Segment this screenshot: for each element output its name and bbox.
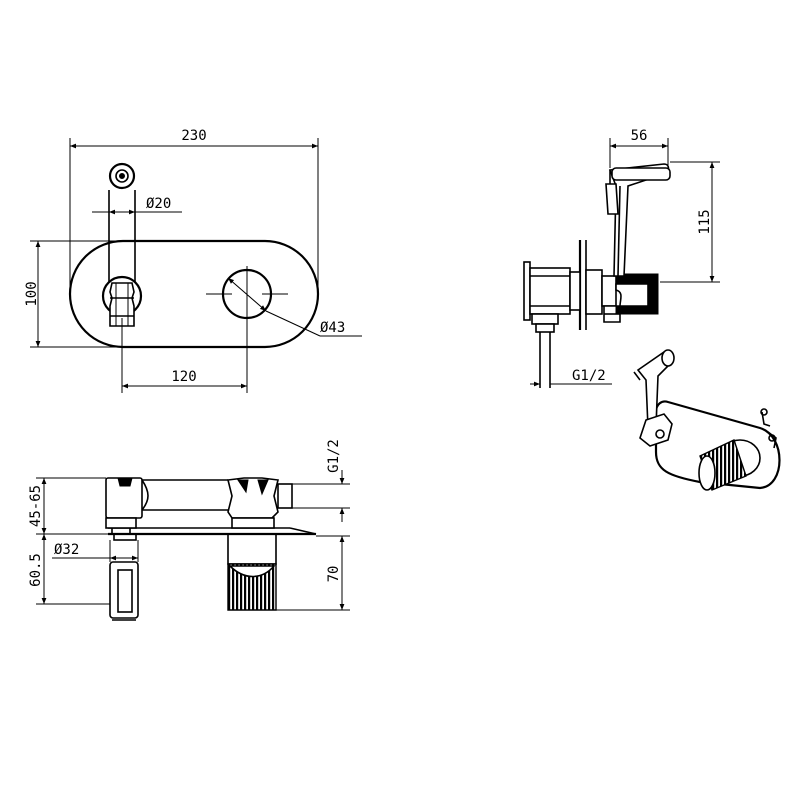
dim-120: 120 [121,318,248,393]
dim-56: 56 [609,128,669,168]
side-view: 56 115 G1/2 [523,128,720,388]
dim-20-label: Ø20 [146,196,171,212]
iso-handle [698,439,761,491]
dim-side-thread: G1/2 [530,368,612,387]
front-view: 230 Ø20 100 Ø43 120 [24,128,362,393]
outlet-connector [109,282,135,327]
dim-32: Ø32 [52,540,139,562]
side-front-valve [585,269,621,323]
dim-115-label: 115 [697,209,713,234]
dim-120-label: 120 [171,369,196,385]
dim-bottom-thread-label: G1/2 [326,439,342,473]
dim-70: 70 [276,535,350,611]
side-bracket [615,273,659,315]
dim-230: 230 [69,128,319,290]
dim-side-thread-label: G1/2 [572,368,606,384]
isometric-view [633,349,781,491]
side-spray-head [605,163,671,277]
dim-20: Ø20 [92,196,182,215]
dim-60-5: 60.5 [28,534,110,605]
dim-100-label: 100 [24,281,40,306]
dim-115: 115 [660,161,720,283]
side-valve-body [523,261,581,388]
wall-plate [68,239,320,349]
dim-bottom-thread: G1/2 [292,439,350,522]
dim-60-5-label: 60.5 [28,553,44,587]
spout-tube [108,162,136,283]
iso-plate [654,400,781,490]
bottom-left-outlet [105,477,143,534]
bottom-left-lower [109,533,139,621]
dim-56-label: 56 [631,128,648,144]
dim-230-label: 230 [181,128,206,144]
dim-100: 100 [24,240,120,348]
dim-45-65: 45-65 [28,477,108,535]
dim-43: Ø43 [227,277,362,337]
dim-43-label: Ø43 [320,320,345,336]
dim-32-label: Ø32 [54,542,79,558]
bottom-view: G1/2 45-65 Ø32 60.5 70 [28,439,350,621]
bottom-pipe [141,479,228,511]
bottom-right-lower [227,533,277,611]
bottom-right-valve [227,477,293,529]
dim-45-65-label: 45-65 [28,485,44,527]
dim-70-label: 70 [326,566,342,583]
iso-spray-head [633,349,675,447]
